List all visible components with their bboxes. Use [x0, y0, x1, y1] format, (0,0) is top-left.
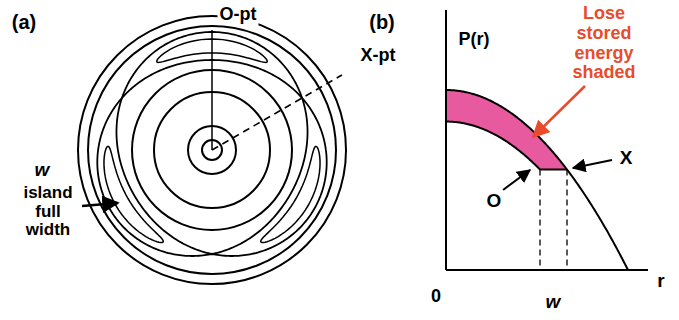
panel-label: (b) [367, 11, 397, 33]
lost-energy-shading [447, 90, 567, 170]
o-point-label: O-pt [218, 5, 259, 25]
flux-surface [78, 16, 346, 284]
x-point-label: X-pt [359, 46, 398, 66]
shading-note: Lose stored energy shaded [570, 4, 637, 83]
island-contour [104, 146, 163, 242]
island-contour [261, 146, 320, 242]
o-point-line [211, 30, 213, 150]
x-point-label: X [618, 148, 635, 169]
x-axis [446, 269, 648, 271]
profile-curve [447, 90, 628, 270]
flattened-curve [447, 122, 567, 170]
axis-label: P(r) [457, 30, 492, 50]
shading-pointer [533, 86, 585, 137]
width-arrow [82, 203, 118, 206]
width-marker [566, 170, 567, 270]
width-symbol: w [544, 292, 563, 313]
x-point-line [212, 75, 342, 150]
axis-origin: 0 [429, 287, 443, 307]
x-pointer [573, 160, 612, 168]
width-marker [539, 170, 540, 270]
width-symbol: w [33, 160, 52, 181]
o-point-label: O [485, 191, 504, 212]
y-axis [445, 10, 447, 270]
panel-label: (a) [10, 11, 38, 33]
o-pointer [503, 170, 530, 190]
island-width-label: island full width [21, 184, 74, 240]
flux-surfaces [78, 16, 346, 284]
axis-label: r [655, 271, 666, 292]
